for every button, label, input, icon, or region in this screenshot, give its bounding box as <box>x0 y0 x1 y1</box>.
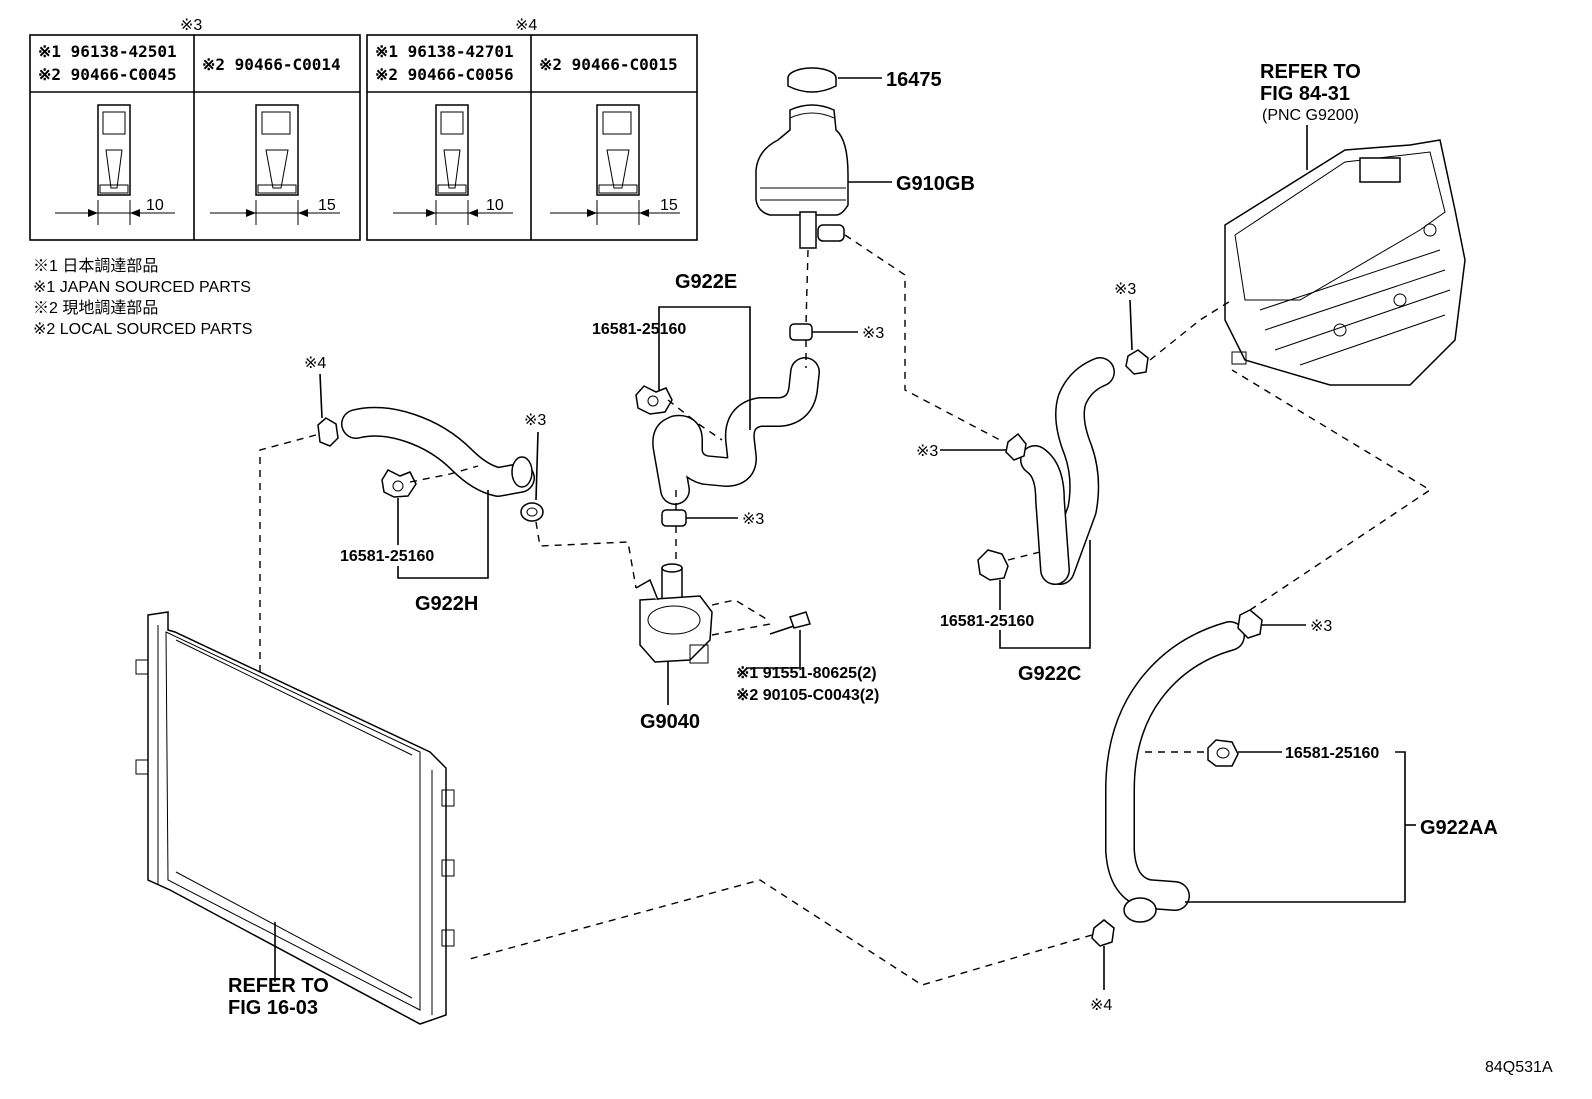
box3-dim-right: 15 <box>318 197 336 214</box>
clip-detail-box-4: ※4 ※1 96138-42701 ※2 90466-C0056 ※2 9046… <box>366 17 698 241</box>
box4-header: ※4 <box>515 17 537 34</box>
box4-dim-right: 15 <box>660 197 678 214</box>
callout-cap: 16475 <box>886 69 942 91</box>
refer-radiator-line-1: REFER TO <box>228 975 329 997</box>
figure-id: 84Q531A <box>1485 1059 1553 1076</box>
legend-line-4: ※2 LOCAL SOURCED PARTS <box>33 321 252 338</box>
hose-clamp-icon <box>977 549 1009 581</box>
legend: ※1 日本調達部品 ※1 JAPAN SOURCED PARTS ※2 現地調達… <box>33 257 252 338</box>
clip-detail-box-3: ※3 ※1 96138-42501 ※2 90466-C0045 ※2 9046… <box>29 17 361 241</box>
hose-clip-icon <box>1125 349 1149 375</box>
legend-line-2: ※1 JAPAN SOURCED PARTS <box>33 279 251 296</box>
refer-inverter-line-2: FIG 84-31 <box>1260 83 1350 105</box>
water-pump-icon <box>635 563 713 664</box>
callout-clamp-e: 16581-25160 <box>592 321 686 338</box>
hose-clip-icon <box>1005 432 1027 461</box>
callout-clamp-aa: 16581-25160 <box>1285 745 1379 762</box>
hose-clip-icon <box>661 509 687 527</box>
box3-left-part-2: ※2 90466-C0045 <box>38 65 177 84</box>
callout-bolt-1: ※1 91551-80625(2) <box>736 665 877 682</box>
mark4-left: ※4 <box>304 355 326 372</box>
callout-hose-c: G922C <box>1018 663 1081 685</box>
mark3-aa: ※3 <box>1310 618 1332 635</box>
hose-clip-icon <box>317 417 339 447</box>
hose-clamp-icon <box>1207 739 1239 767</box>
hose-g922h <box>341 406 535 497</box>
clip-drawing-icon <box>435 104 469 196</box>
box4-right-part-1: ※2 90466-C0015 <box>539 55 678 74</box>
callout-bolt-2: ※2 90105-C0043(2) <box>736 687 879 704</box>
box4-left-part-2: ※2 90466-C0056 <box>375 65 514 84</box>
box4-dim-left: 10 <box>486 197 504 214</box>
mark3-pumptop: ※3 <box>742 511 764 528</box>
callout-clamp-h: 16581-25160 <box>340 548 434 565</box>
clip-drawing-icon <box>255 104 299 196</box>
legend-line-1: ※1 日本調達部品 <box>33 257 158 275</box>
reservoir-tank-icon <box>755 104 849 249</box>
box4-left-part-1: ※1 96138-42701 <box>375 42 514 61</box>
callout-pump: G9040 <box>640 711 700 733</box>
callout-clamp-c: 16581-25160 <box>940 613 1034 630</box>
callout-hose-h: G922H <box>415 593 478 615</box>
hose-g922aa <box>1105 621 1245 923</box>
mark3-center: ※3 <box>916 443 938 460</box>
hose-clip-icon <box>789 323 813 341</box>
refer-radiator-line-2: FIG 16-03 <box>228 997 318 1019</box>
radiator-icon <box>135 611 455 1025</box>
hose-g922e <box>652 357 820 505</box>
hose-clamp-icon <box>381 469 417 498</box>
mark3-tank: ※3 <box>862 325 884 342</box>
refer-inverter-line-3: (PNC G9200) <box>1262 107 1359 124</box>
bolt-icon <box>769 611 811 635</box>
refer-inverter-line-1: REFER TO <box>1260 61 1361 83</box>
box3-right-part-1: ※2 90466-C0014 <box>202 55 341 74</box>
mark4-bottom: ※4 <box>1090 997 1112 1014</box>
callout-hose-e: G922E <box>675 271 737 293</box>
hose-clip-icon <box>520 502 544 522</box>
callout-hose-aa: G922AA <box>1420 817 1498 839</box>
reservoir-cap-icon <box>787 67 837 93</box>
mark3-inverter: ※3 <box>1114 281 1136 298</box>
clip-drawing-icon <box>596 104 640 196</box>
callout-tank: G910GB <box>896 173 975 195</box>
legend-line-3: ※2 現地調達部品 <box>33 299 158 317</box>
box3-left-part-1: ※1 96138-42501 <box>38 42 177 61</box>
hose-g922c <box>1020 357 1115 585</box>
clip-drawing-icon <box>97 104 131 196</box>
hose-clamp-icon <box>635 385 673 415</box>
box3-header: ※3 <box>180 17 202 34</box>
inverter-assembly-icon <box>1224 139 1466 386</box>
mark3-pumpin: ※3 <box>524 412 546 429</box>
hose-clip-icon <box>1091 919 1115 947</box>
box3-dim-left: 10 <box>146 197 164 214</box>
